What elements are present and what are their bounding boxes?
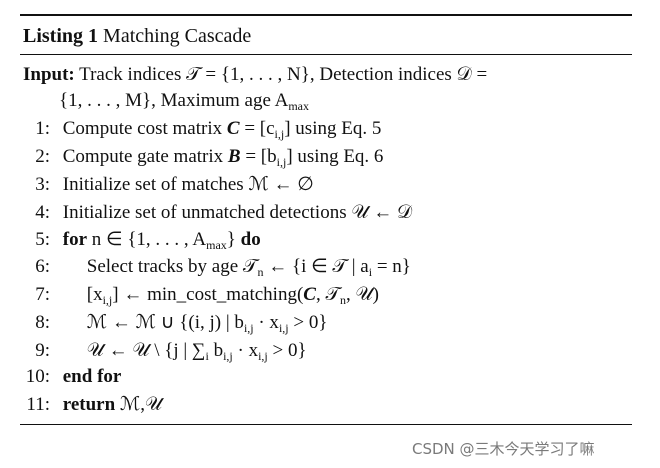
- listing-title: Matching Cascade: [103, 25, 252, 47]
- algo-line-7: 7: [xi,j] ← min_cost_matching(C, 𝒯n, 𝒰): [35, 284, 379, 307]
- algo-line-6: 6: Select tracks by age 𝒯n ← {i ∈ 𝒯 | ai…: [35, 256, 411, 279]
- algo-line-11: 11: return ℳ,𝒰: [26, 394, 163, 415]
- input-label: Input:: [23, 64, 75, 85]
- top-rule: [20, 14, 632, 16]
- input-line-2: {1, . . . , M}, Maximum age Amax: [59, 90, 310, 113]
- input-text-1: Track indices 𝒯 = {1, . . . , N}, Detect…: [79, 64, 488, 85]
- algo-line-8: 8: ℳ ← ℳ ∪ {(i, j) | bi,j · xi,j > 0}: [35, 312, 328, 335]
- algo-line-1: 1: Compute cost matrix C = [ci,j] using …: [35, 118, 382, 141]
- listing-label: Listing 1: [23, 25, 99, 47]
- algo-line-9: 9: 𝒰 ← 𝒰 \ {j | ∑i bi,j · xi,j > 0}: [35, 340, 307, 363]
- algo-line-10: 10: end for: [25, 366, 122, 387]
- caption-rule: [20, 54, 632, 55]
- input-line-1: Input: Track indices 𝒯 = {1, . . . , N},…: [23, 62, 633, 88]
- algo-line-2: 2: Compute gate matrix B = [bi,j] using …: [35, 146, 384, 169]
- listing-caption: Listing 1 Matching Cascade: [23, 24, 251, 48]
- algo-line-4: 4: Initialize set of unmatched detection…: [35, 202, 413, 223]
- bottom-rule: [20, 424, 632, 425]
- algo-line-3: 3: Initialize set of matches ℳ ← ∅: [35, 174, 314, 195]
- watermark: CSDN @三木今天学习了嘛: [412, 440, 595, 458]
- algo-line-5: 5: for n ∈ {1, . . . , Amax} do: [35, 229, 261, 252]
